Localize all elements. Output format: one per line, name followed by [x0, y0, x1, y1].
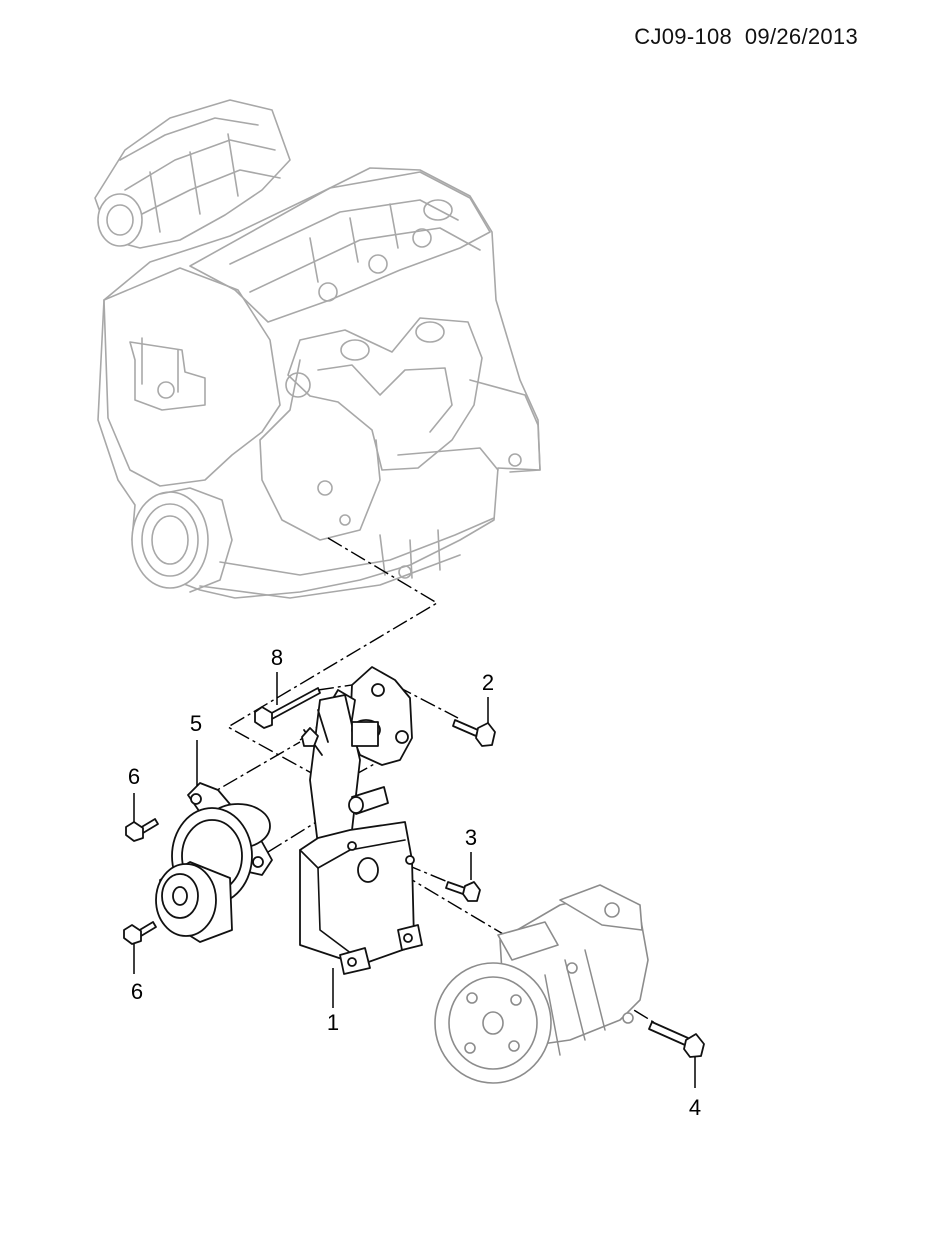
- bolt-6-upper: [125, 818, 159, 842]
- diagram-code: CJ09-108: [634, 24, 733, 49]
- callout-6-upper: 6: [128, 764, 140, 789]
- callout-5: 5: [190, 711, 202, 736]
- bolt-2: [452, 719, 496, 747]
- document-header: CJ09-108 09/26/2013: [634, 24, 858, 50]
- engine-assembly: [94, 99, 541, 599]
- bolt-3: [445, 881, 481, 902]
- diagram-date: 09/26/2013: [744, 24, 858, 49]
- bolt-8: [254, 687, 321, 729]
- bolt-4: [648, 1021, 705, 1058]
- callout-3: 3: [465, 825, 477, 850]
- callout-leaders: [133, 672, 696, 1088]
- callout-labels: 8 2 5 6 3 6 1 4: [128, 645, 701, 1120]
- callout-4: 4: [689, 1095, 701, 1120]
- tensioner-pulley-assembly: [155, 782, 273, 943]
- bolt-6-lower: [123, 921, 157, 945]
- mounting-bracket: [299, 666, 423, 975]
- callout-1: 1: [327, 1010, 339, 1035]
- ac-compressor: [434, 884, 649, 1084]
- callout-6-lower: 6: [131, 979, 143, 1004]
- callout-8: 8: [271, 645, 283, 670]
- callout-2: 2: [482, 670, 494, 695]
